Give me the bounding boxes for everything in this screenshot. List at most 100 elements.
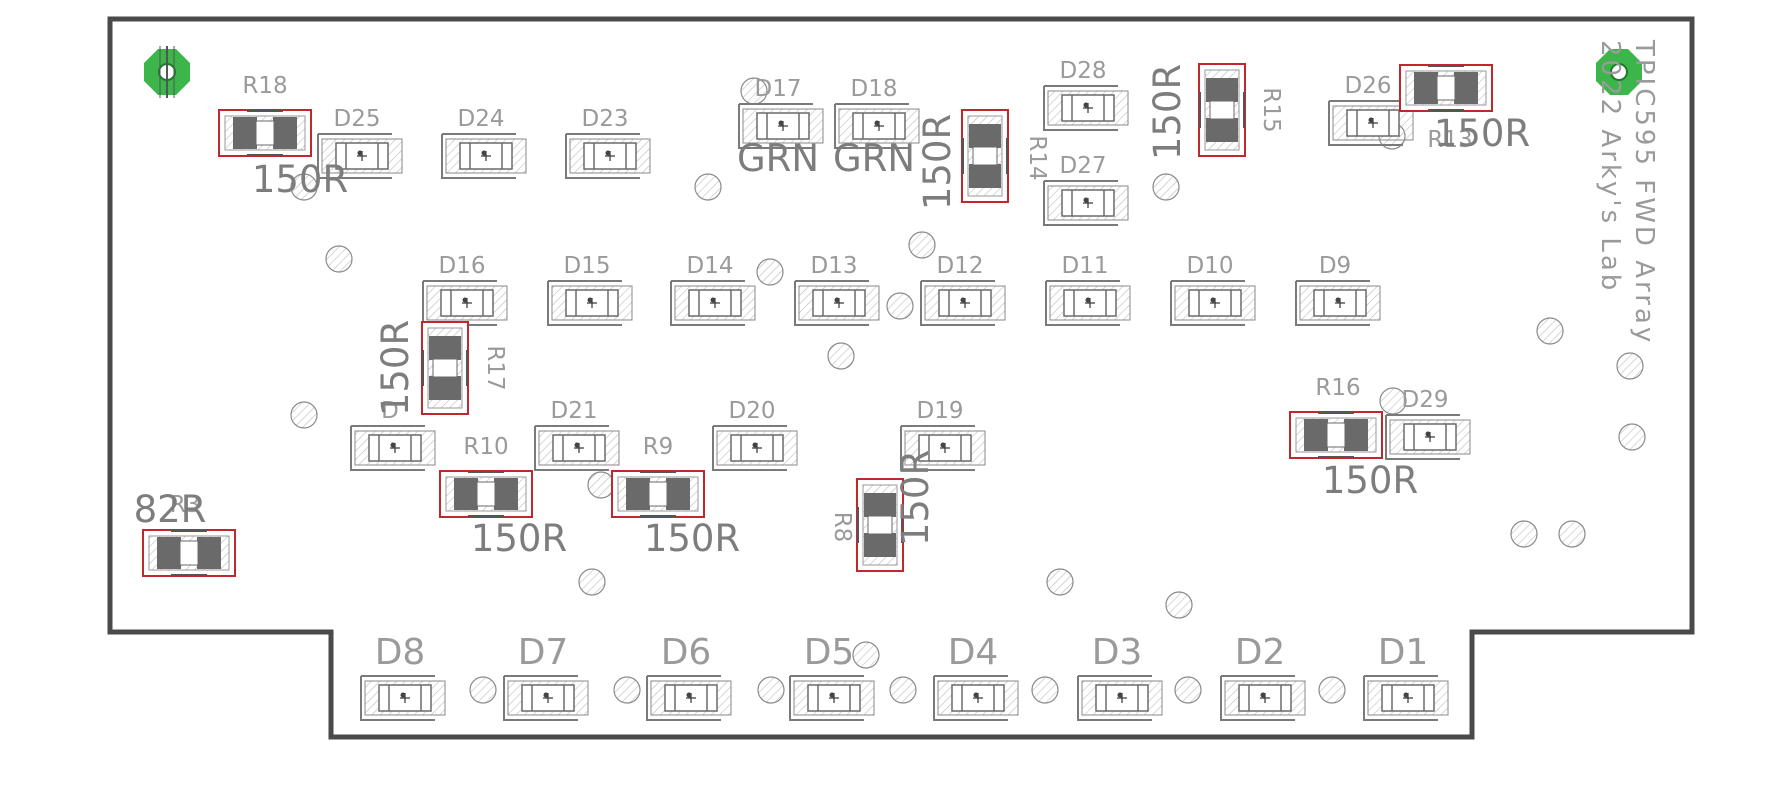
board-title-line2: 2022 Arky's Lab (1595, 40, 1625, 293)
diode-d16: D16 (422, 253, 508, 326)
resistor-r16: R16 150R (1289, 375, 1418, 502)
resistor-ref-label: R13 (1427, 127, 1472, 153)
board-outline (107, 16, 1695, 740)
resistor-ref-label: R18 (242, 73, 287, 99)
mount-hole-right (1596, 49, 1642, 95)
diode-ref-label: D2 (1235, 632, 1286, 673)
resistor-r15: R15 150R (1146, 63, 1284, 160)
resistor-ref-label: R3 (170, 492, 201, 518)
diode-d12: D12 (920, 253, 1006, 326)
diode-ref-label: D21 (551, 398, 598, 424)
resistor-r10: R10 150R (439, 434, 567, 560)
diode-d23: D23 (565, 106, 651, 179)
diode-value-label: GRN (833, 137, 915, 180)
diode-ref-label: D (381, 398, 399, 424)
diode-ref-label: D15 (564, 253, 611, 279)
diode-d10: D10 (1170, 253, 1256, 326)
resistor-value-label: 150R (916, 114, 959, 210)
diode-ref-label: D19 (917, 398, 964, 424)
board-title: TPIC595 FWD Array 2022 Arky's Lab (1595, 39, 1659, 345)
diode-ref-label: D1 (1378, 632, 1429, 673)
resistor-value-label: 150R (374, 320, 417, 416)
diode-d8: D8 (360, 632, 446, 721)
diode-ref-label: D6 (661, 632, 712, 673)
resistor-value-label: 150R (644, 517, 740, 560)
resistor-r9: R9 150R (611, 434, 740, 560)
diode-ref-label: D11 (1062, 253, 1109, 279)
diode-ref-label: D14 (687, 253, 734, 279)
diode-d11: D11 (1045, 253, 1131, 326)
resistor-ref-label: R8 (829, 512, 855, 543)
diode-d6: D6 (646, 632, 732, 721)
resistor-r8: R8 150R (829, 450, 937, 572)
resistor-value-label: 150R (894, 450, 937, 546)
diode-ref-label: D7 (518, 632, 569, 673)
diode-d14: D14 (670, 253, 756, 326)
resistor-ref-label: R9 (643, 434, 674, 460)
resistor-ref-label: R10 (463, 434, 508, 460)
diode-d9: D9 (1295, 253, 1381, 326)
diode-ref-label: D23 (582, 106, 629, 132)
board-title-line1: TPIC595 FWD Array (1629, 39, 1659, 345)
diode-d: D (350, 398, 436, 471)
resistor-value-label: 150R (1146, 64, 1189, 160)
diode-ref-label: D3 (1092, 632, 1143, 673)
diode-d20: D20 (712, 398, 798, 471)
diode-d7: D7 (503, 632, 589, 721)
mount-hole-left (144, 46, 190, 98)
diode-d19: D19 (900, 398, 986, 471)
diode-ref-label: D8 (375, 632, 426, 673)
diode-d26: D26 (1328, 73, 1414, 146)
via-group (290, 77, 1646, 704)
diode-d3: D3 (1077, 632, 1163, 721)
diode-ref-label: D13 (811, 253, 858, 279)
diode-d28: D28 (1043, 58, 1129, 131)
diode-d13: D13 (794, 253, 880, 326)
resistor-r17: R17 150R (374, 320, 508, 416)
diode-d21: D21 (534, 398, 620, 471)
diode-ref-label: D17 (755, 76, 802, 102)
diode-ref-label: D26 (1345, 73, 1392, 99)
diode-d29: D29 (1385, 387, 1471, 460)
resistor-r18: R18 150R (218, 73, 348, 201)
diode-ref-label: D10 (1187, 253, 1234, 279)
diode-ref-label: D28 (1060, 58, 1107, 84)
diode-ref-label: D27 (1060, 153, 1107, 179)
diode-d1: D1 (1363, 632, 1449, 721)
resistor-ref-label: R14 (1024, 135, 1050, 180)
diode-ref-label: D16 (439, 253, 486, 279)
diode-ref-label: D4 (948, 632, 999, 673)
resistor-r14: R14 150R (916, 109, 1050, 210)
resistor-value-label: 150R (1434, 112, 1530, 155)
resistor-value-label: 150R (471, 517, 567, 560)
resistor-ref-label: R15 (1258, 87, 1284, 132)
resistor-value-label: 150R (1322, 459, 1418, 502)
diode-d4: D4 (933, 632, 1019, 721)
diode-ref-label: D5 (804, 632, 855, 673)
diode-ref-label: D12 (937, 253, 984, 279)
resistor-value-label: 82R (134, 488, 207, 531)
diode-d5: D5 (789, 632, 875, 721)
diode-d2: D2 (1220, 632, 1306, 721)
resistor-ref-label: R16 (1315, 375, 1360, 401)
resistor-ref-label: R17 (482, 345, 508, 390)
diode-ref-label: D20 (729, 398, 776, 424)
diode-ref-label: D9 (1319, 253, 1351, 279)
resistor-value-label: 150R (252, 158, 348, 201)
diode-d27: D27 (1043, 153, 1129, 226)
diode-ref-label: D24 (458, 106, 505, 132)
diode-ref-label: D29 (1402, 387, 1449, 413)
diode-value-label: GRN (737, 137, 819, 180)
diode-d15: D15 (547, 253, 633, 326)
diode-ref-label: D25 (334, 106, 381, 132)
diode-ref-label: D18 (851, 76, 898, 102)
diode-d25: D25 (317, 106, 403, 179)
diode-d24: D24 (441, 106, 527, 179)
